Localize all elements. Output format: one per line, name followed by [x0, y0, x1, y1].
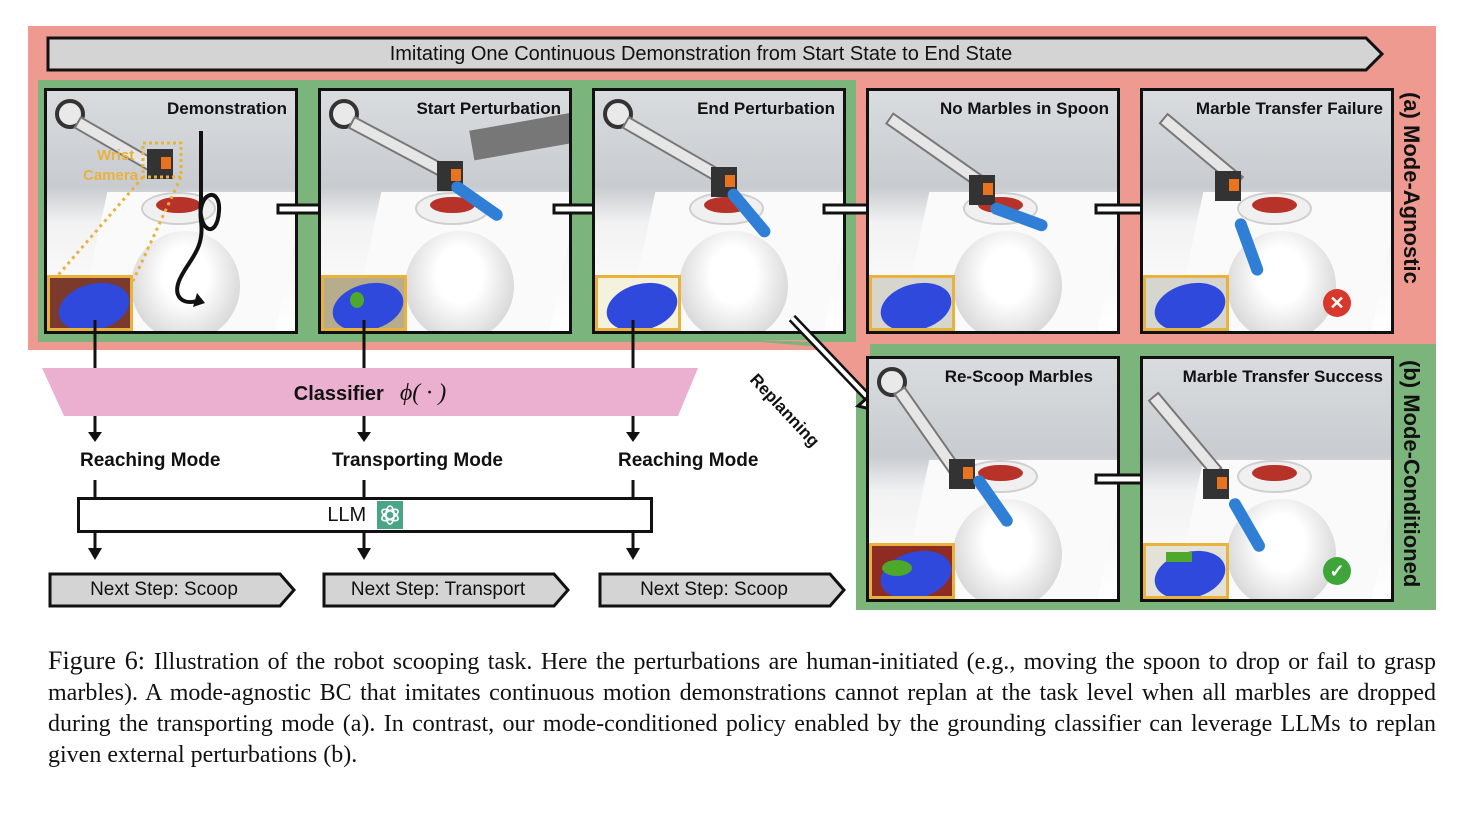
wrist-camera-inset — [595, 275, 681, 331]
chevron-shape — [48, 572, 296, 608]
wrist-camera-label-2: Camera — [83, 167, 139, 184]
target-bowl — [405, 230, 515, 331]
marbles — [978, 464, 1023, 482]
next-step-label: Next Step: Scoop — [640, 579, 788, 600]
robot-base — [329, 99, 359, 129]
demonstration-trajectory — [51, 131, 222, 307]
wrist-camera-inset — [1143, 543, 1229, 599]
classifier-label: Classifier ϕ( · ) — [40, 368, 700, 418]
classifier-text: Classifier — [293, 383, 384, 405]
panel-title: Demonstration — [167, 99, 287, 118]
panel-title: Marble Transfer Success — [1182, 367, 1383, 386]
llm-block: LLM — [77, 497, 653, 533]
success-check-icon: ✓ — [1323, 557, 1351, 585]
label-mode-agnostic: (a) Mode-Agnostic — [1399, 92, 1424, 284]
spoon-mask — [1149, 278, 1226, 328]
robot-arm — [1147, 391, 1223, 478]
panel-transfer-success: Marble Transfer Success ✓ — [1140, 356, 1394, 602]
panel-start-perturbation: Start Perturbation — [318, 88, 572, 334]
robot-gripper — [147, 149, 173, 179]
flow-connectors — [88, 320, 640, 560]
mode-label-3: Reaching Mode — [618, 450, 759, 471]
next-step-label: Next Step: Transport — [350, 579, 526, 600]
panel-title: Start Perturbation — [416, 99, 561, 118]
openai-logo-icon — [376, 501, 403, 529]
marbles-mask — [1166, 552, 1192, 562]
banner-arrow-shape — [46, 36, 1385, 72]
robot-gripper — [1203, 469, 1229, 499]
classifier-block — [42, 368, 698, 416]
marbles-mask — [882, 560, 912, 576]
mode-label-2: Transporting Mode — [332, 450, 503, 471]
next-step-2: Next Step: Transport — [322, 572, 572, 608]
robot-gripper — [949, 459, 975, 489]
failure-x-icon: ✕ — [1323, 289, 1351, 317]
wrist-camera-label-1: Wrist — [97, 147, 135, 164]
chevron-shape — [322, 572, 570, 608]
figure-caption: Figure 6: Illustration of the robot scoo… — [48, 646, 1436, 770]
wrist-camera-inset — [869, 275, 955, 331]
marbles — [156, 196, 201, 214]
llm-label: LLM — [327, 504, 367, 526]
wrist-camera-inset — [1143, 275, 1229, 331]
marbles — [430, 196, 475, 214]
panel-transfer-failure: Marble Transfer Failure ✕ — [1140, 88, 1394, 334]
panel-title: End Perturbation — [697, 99, 835, 118]
caption-label: Figure 6: — [48, 646, 145, 675]
caption-text: Illustration of the robot scooping task.… — [48, 649, 1437, 768]
panel-end-perturbation: End Perturbation — [592, 88, 846, 334]
next-step-3: Next Step: Scoop — [598, 572, 848, 608]
panel-rescoop: Re-Scoop Marbles — [866, 356, 1120, 602]
next-step-1: Next Step: Scoop — [48, 572, 298, 608]
banner-text: Imitating One Continuous Demonstration f… — [389, 43, 1013, 65]
robot-gripper — [1215, 171, 1241, 201]
next-step-label: Next Step: Scoop — [90, 579, 238, 600]
chevron-shape — [598, 572, 846, 608]
mode-label-1: Reaching Mode — [80, 450, 221, 471]
label-mode-conditioned: (b) Mode-Conditioned — [1399, 360, 1424, 588]
mode-agnostic-region-extension — [854, 340, 1436, 344]
panel-no-marbles: No Marbles in Spoon — [866, 88, 1120, 334]
panel-title: No Marbles in Spoon — [939, 99, 1109, 118]
replanning-connector — [760, 340, 870, 610]
marbles — [1252, 464, 1297, 482]
robot-gripper — [969, 175, 995, 205]
marble-mask — [350, 292, 364, 308]
classifier-symbol: ϕ( · ) — [399, 380, 447, 406]
imitation-banner: Imitating One Continuous Demonstration f… — [46, 36, 1386, 72]
target-bowl — [679, 230, 789, 331]
panel-title: Re-Scoop Marbles — [944, 367, 1093, 386]
wrist-camera-inset — [47, 275, 133, 331]
panel-title: Marble Transfer Failure — [1195, 99, 1383, 118]
panel-demonstration: Wrist Camera Demonstration — [44, 88, 298, 334]
marbles — [1252, 196, 1297, 214]
wrist-camera-inset — [869, 543, 955, 599]
target-bowl — [953, 230, 1063, 331]
